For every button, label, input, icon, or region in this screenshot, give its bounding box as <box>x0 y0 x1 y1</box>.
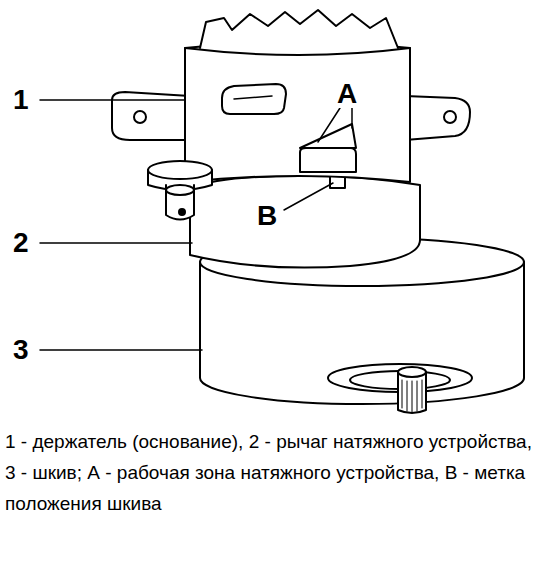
callout-number: 1 <box>12 86 30 114</box>
callout-number: 3 <box>12 336 30 364</box>
callout-letter: A <box>336 80 358 108</box>
callout-letter: B <box>256 202 278 230</box>
leader-lines <box>40 100 352 350</box>
tensioner-lever <box>190 176 420 268</box>
callout-number: 2 <box>12 229 30 257</box>
figure-caption: 1 - держатель (основание), 2 - рычаг нат… <box>5 426 545 519</box>
bolt <box>148 161 212 220</box>
holder-base <box>112 10 470 182</box>
